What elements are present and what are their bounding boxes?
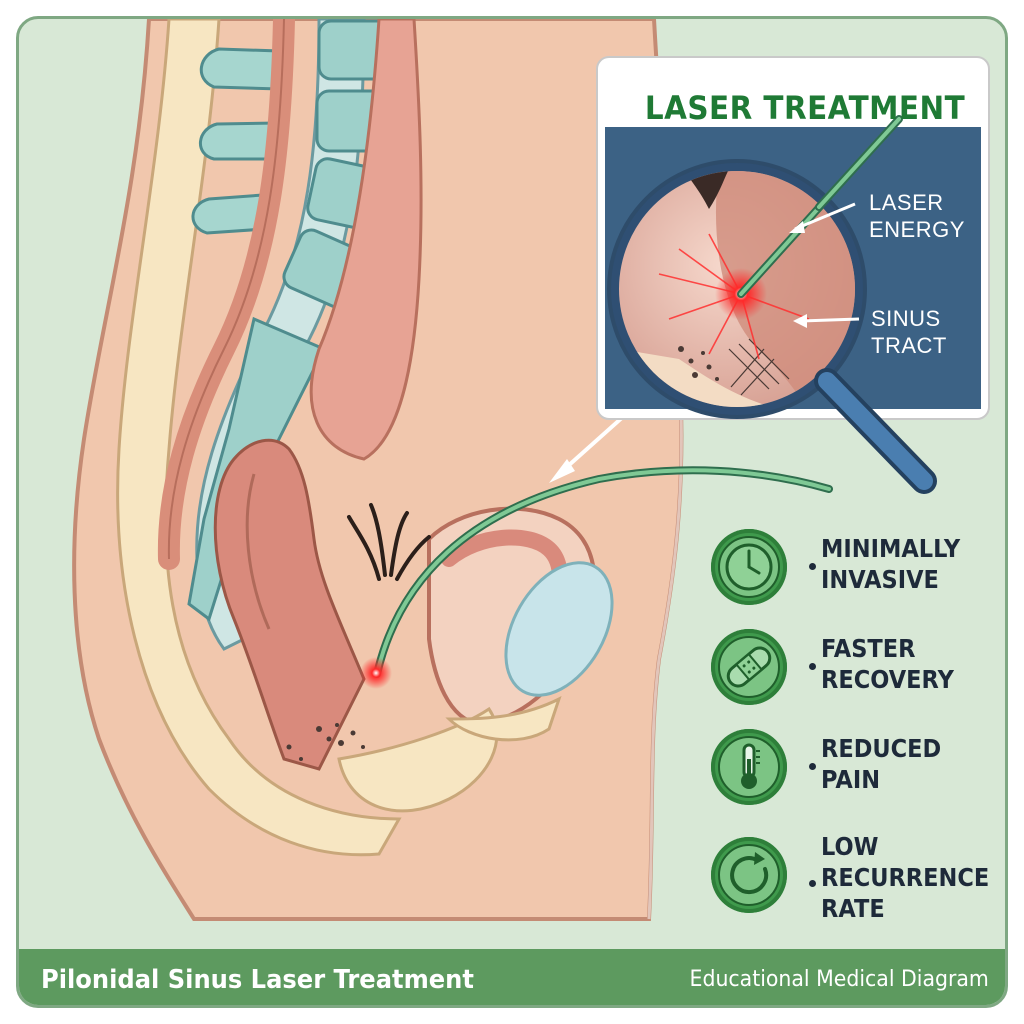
spinous-processes <box>191 47 281 235</box>
benefit-low-recurrence-rate: LOW RECURRENCE RATE <box>711 825 1005 923</box>
benefit-bullet <box>809 563 816 570</box>
rectum <box>213 438 366 771</box>
hair-follicles <box>347 503 431 581</box>
muscle-band <box>309 19 423 461</box>
diagram-frame: LASER TREATMENT LASER ENERGY SINUS TRACT… <box>16 16 1008 1008</box>
sinus-tract-label: SINUS TRACT <box>871 306 947 358</box>
inset-title: LASER TREATMENT <box>644 89 966 127</box>
anatomy-illustration <box>72 19 990 921</box>
magnifier-handle <box>814 368 937 494</box>
footer-bar: Pilonidal Sinus Laser Treatment Educatio… <box>19 949 1005 1005</box>
benefit-minimally-invasive: MINIMALLY INVASIVE <box>711 527 1005 607</box>
benefit-reduced-pain: REDUCED PAIN <box>711 727 1005 807</box>
benefit-faster-recovery: FASTER RECOVERY <box>711 627 1005 707</box>
laser-energy-label: LASER ENERGY <box>869 190 965 242</box>
fat-layer <box>116 19 402 857</box>
benefit-label: FASTER RECOVERY <box>821 634 954 694</box>
benefit-bullet <box>809 880 816 887</box>
laser-point <box>360 657 392 689</box>
footer-title: Pilonidal Sinus Laser Treatment <box>41 965 474 995</box>
benefit-label: MINIMALLY INVASIVE <box>821 534 961 594</box>
recurrence-arrow-icon <box>711 837 787 913</box>
sinus-tract-arrow <box>793 314 860 328</box>
benefit-label: REDUCED PAIN <box>821 734 942 794</box>
cyst <box>504 561 614 697</box>
clock-icon <box>711 529 787 605</box>
thermometer-icon <box>711 729 787 805</box>
laser-energy-arrow <box>789 202 856 233</box>
bandage-icon <box>711 629 787 705</box>
footer-subtitle: Educational Medical Diagram <box>689 967 989 992</box>
benefit-label: LOW RECURRENCE RATE <box>821 832 990 923</box>
benefit-bullet <box>809 763 816 770</box>
benefit-bullet <box>809 663 816 670</box>
debris <box>286 723 365 761</box>
